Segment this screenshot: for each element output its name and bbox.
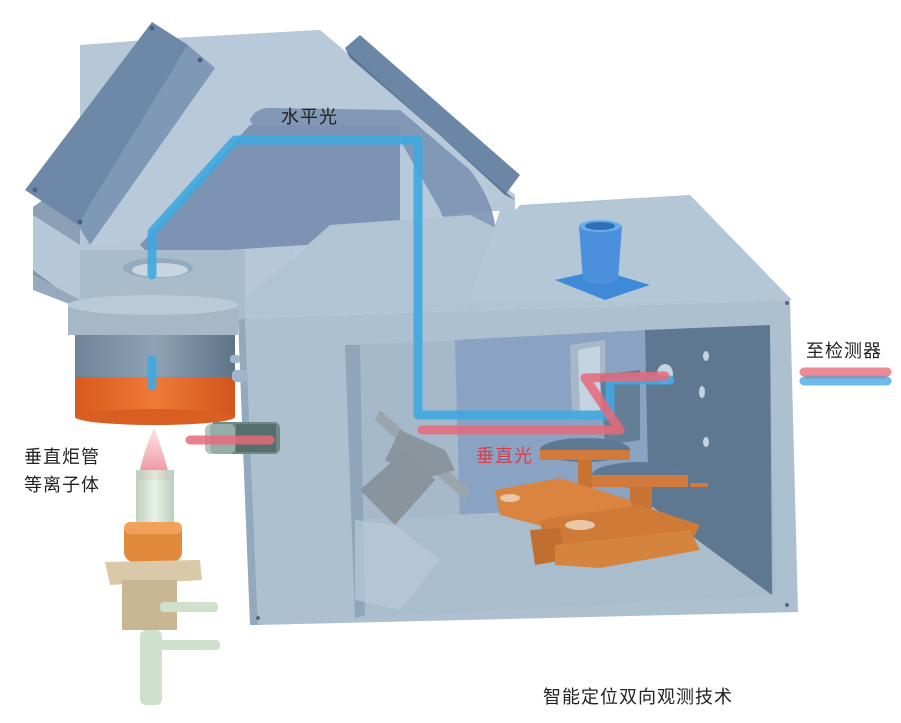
main-housing — [238, 195, 798, 625]
horizontal-light-label: 水平光 — [281, 107, 338, 128]
caption: 智能定位双向观测技术 — [543, 687, 733, 708]
vertical-light-label: 垂直光 — [476, 446, 533, 467]
torch-head — [68, 295, 248, 425]
horizontal-light-path — [147, 135, 675, 420]
plasma-torch — [105, 428, 220, 705]
detector-output-beams — [799, 367, 892, 386]
mirror-assembly — [355, 410, 470, 610]
vertical-light-path — [185, 371, 670, 445]
rotation-stage — [495, 438, 708, 568]
torch-label-line1: 垂直炬管 — [24, 447, 100, 468]
to-detector-label: 至检测器 — [806, 341, 882, 362]
gas-port — [555, 220, 650, 300]
torch-label-line2: 等离子体 — [24, 475, 100, 496]
torch-label: 垂直炬管 等离子体 — [24, 444, 100, 500]
